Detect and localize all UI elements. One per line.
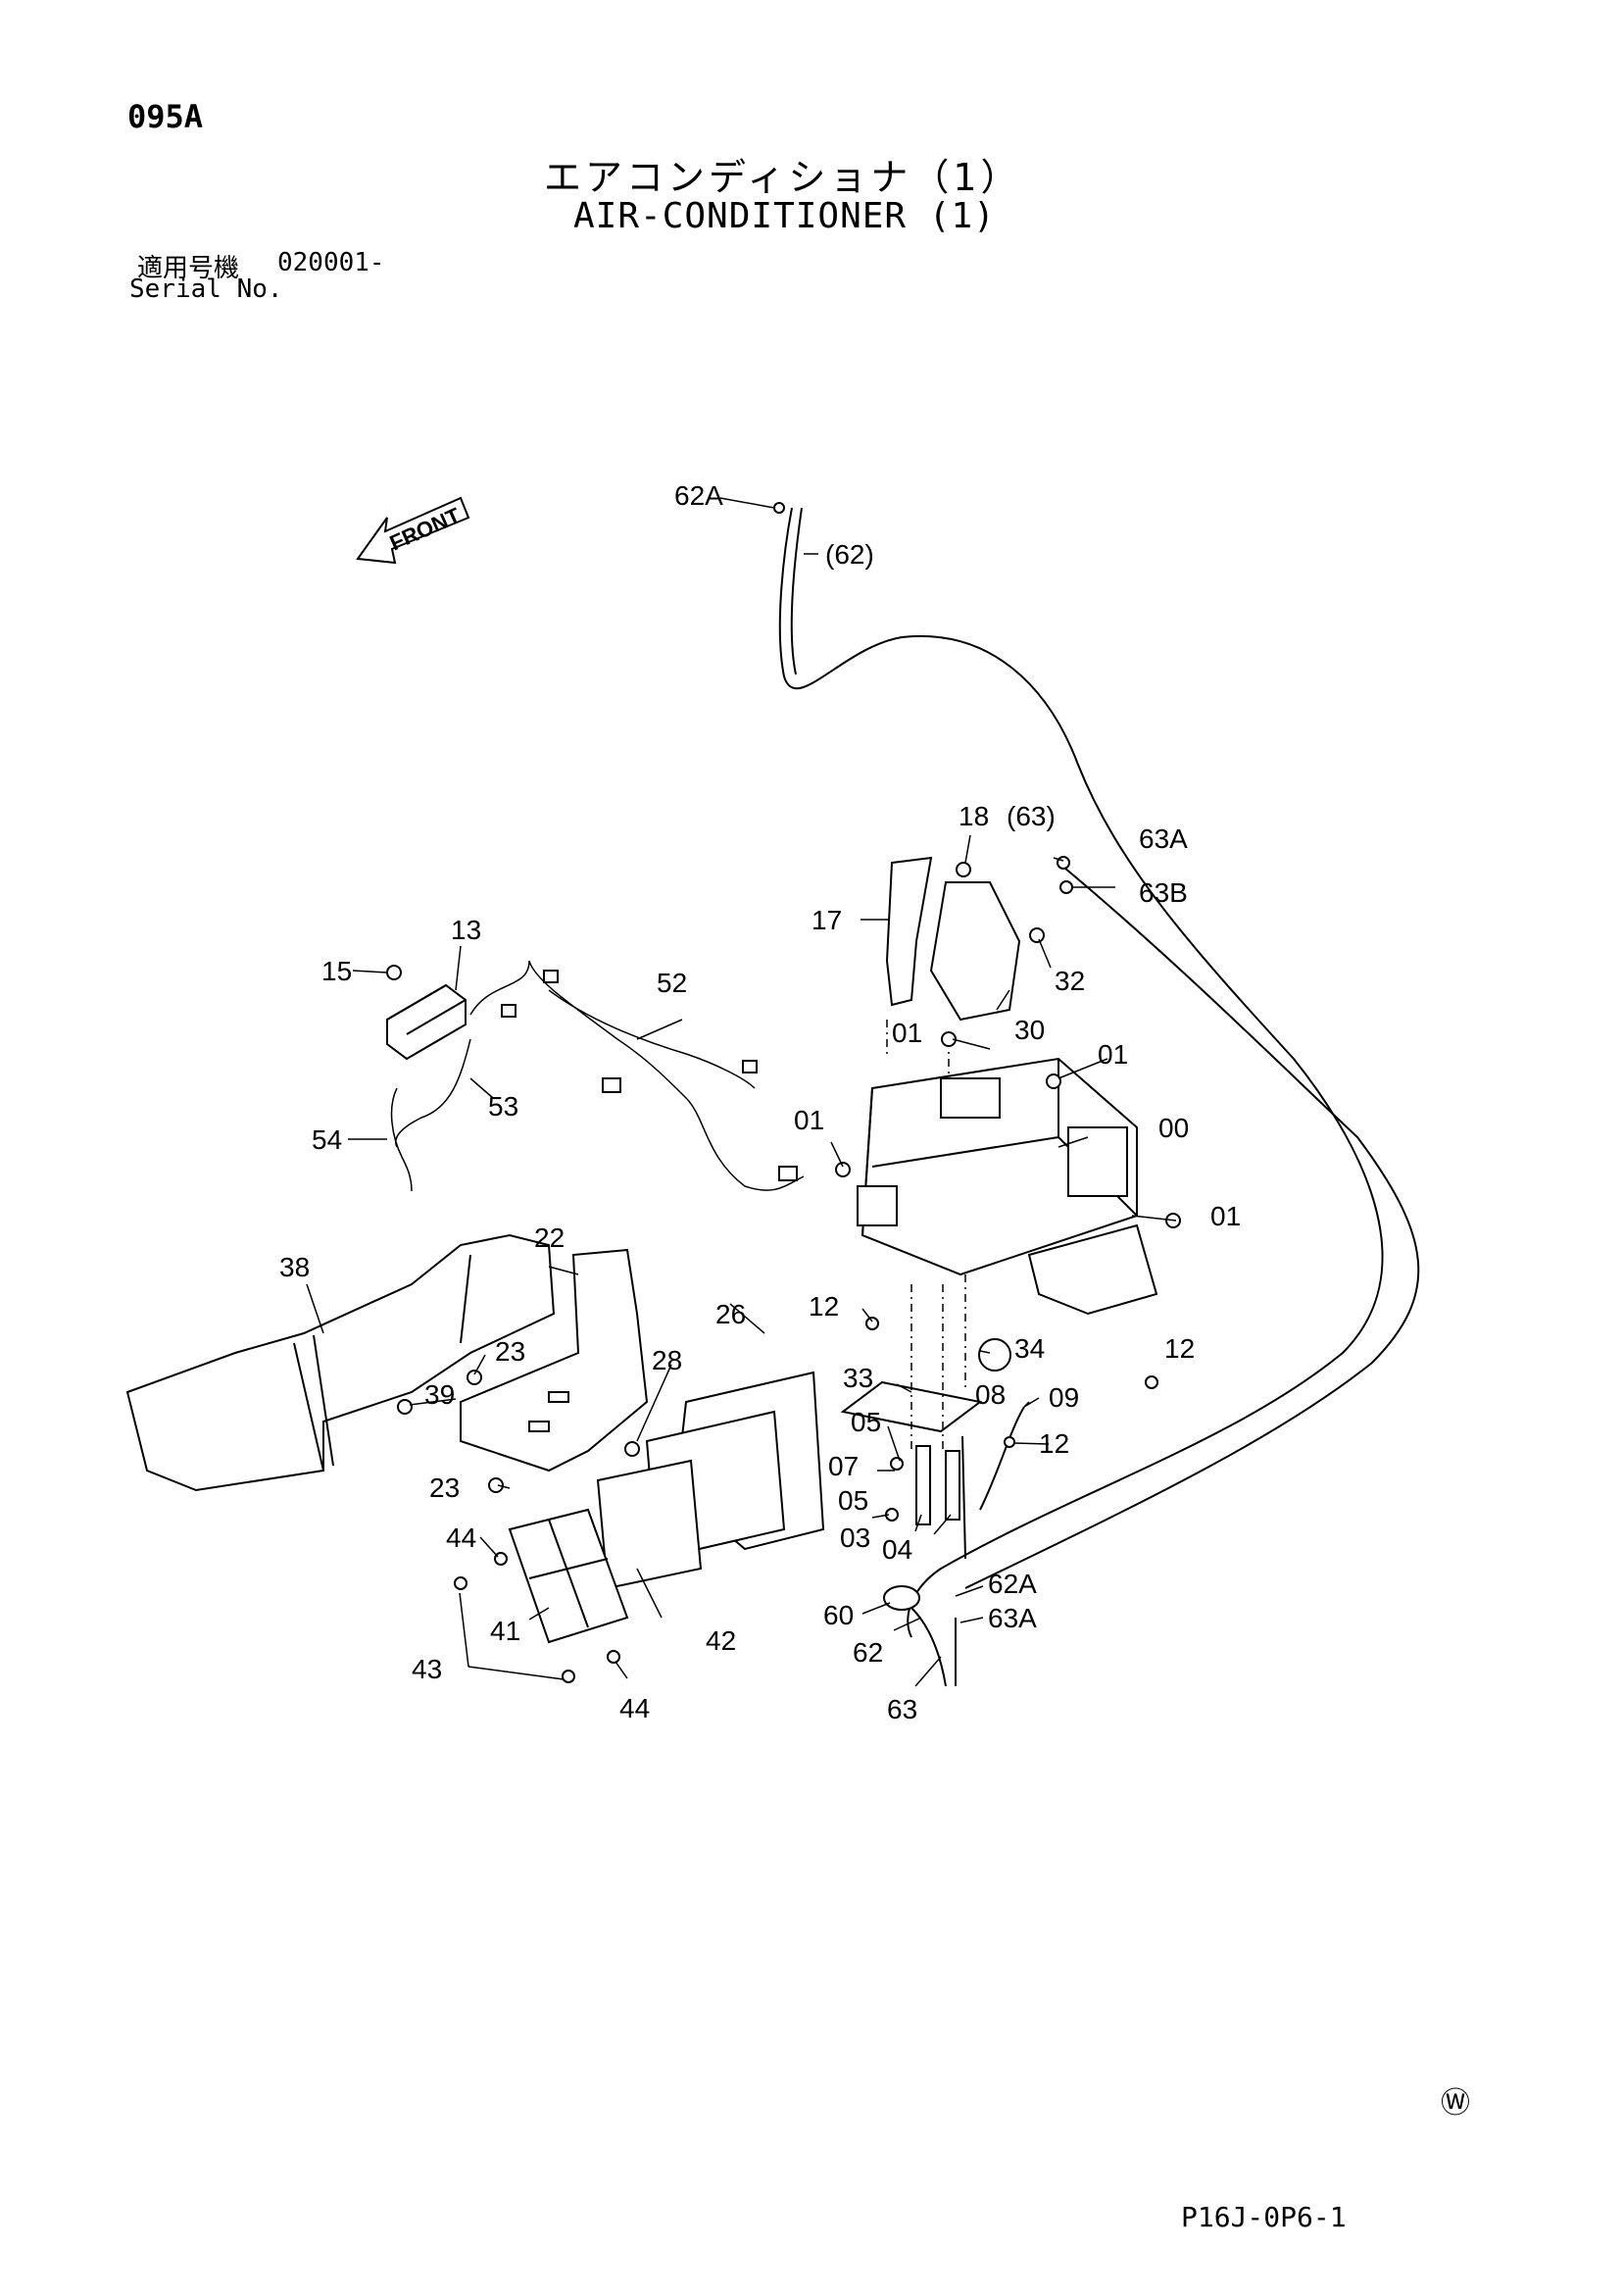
drawing-code: P16J-0P6-1: [1181, 2201, 1347, 2233]
callout: 26: [715, 1299, 746, 1329]
page-title-en: AIR-CONDITIONER (1): [573, 196, 996, 236]
callout: 04: [882, 1534, 912, 1565]
callout: 01: [1210, 1201, 1241, 1231]
wiring-harness: [386, 960, 805, 1192]
callout: 12: [1164, 1333, 1195, 1364]
callout: 30: [1014, 1015, 1045, 1045]
duct-38: [125, 1233, 556, 1492]
callout: 12: [809, 1291, 839, 1322]
callout: 01: [1098, 1039, 1128, 1070]
callout: 62A: [988, 1569, 1037, 1599]
callout: 28: [652, 1345, 682, 1375]
callout: 54: [312, 1124, 342, 1155]
callout: 63A: [1139, 824, 1188, 854]
callout: 41: [490, 1616, 520, 1646]
pipes-03-04-08: [840, 1020, 1025, 1560]
callout: 01: [794, 1105, 824, 1135]
callout: 07: [828, 1451, 859, 1481]
hose-assembly-60: [883, 1585, 957, 1687]
callout: 34: [1014, 1333, 1045, 1364]
callout: 18: [959, 801, 989, 831]
page-code: 095A: [127, 98, 204, 135]
leader-lines: [306, 497, 1177, 1687]
callout: (63): [1007, 801, 1056, 831]
callout: 44: [446, 1522, 476, 1553]
serial-value: 020001-: [277, 248, 385, 277]
callout: (62): [825, 539, 874, 570]
callout: 43: [412, 1654, 442, 1684]
w-mark-icon: Ⓦ: [1441, 2086, 1470, 2121]
callout: 12: [1039, 1428, 1069, 1459]
callout: 23: [495, 1336, 525, 1367]
air-conditioner-unit: [857, 1057, 1158, 1316]
callout: 13: [451, 915, 481, 945]
callout: 05: [838, 1485, 868, 1516]
callout: 63B: [1139, 877, 1188, 908]
filter-41: [508, 1508, 629, 1644]
blower-26: [596, 1371, 825, 1590]
callout: 01: [892, 1018, 922, 1048]
serial-label-en: Serial No.: [129, 275, 283, 304]
serial-label-jp: 適用号機: [137, 254, 240, 283]
callout: 05: [851, 1407, 881, 1437]
page-title-jp: エアコンディショナ（1）: [544, 156, 1022, 199]
callout: 44: [619, 1693, 650, 1723]
callout: 03: [840, 1522, 870, 1553]
callout: 62: [853, 1637, 883, 1668]
callout-labels: 62A (62) 18 (63) 63A 63B 17 32 30 13 15 …: [279, 480, 1241, 1724]
callout: 15: [321, 956, 352, 986]
callout: 39: [424, 1379, 455, 1410]
callout: 08: [975, 1379, 1006, 1410]
callout: 62A: [674, 480, 723, 511]
duct-22: [460, 1248, 649, 1472]
callout: 63A: [988, 1603, 1037, 1633]
front-label: FRONT: [386, 503, 465, 556]
callout: 00: [1158, 1113, 1189, 1143]
callout: 09: [1049, 1382, 1079, 1413]
bolts-screws: [386, 862, 1181, 1683]
callout: 52: [657, 968, 687, 998]
callout: 42: [706, 1625, 736, 1656]
callout: 33: [843, 1363, 873, 1393]
callout: 53: [488, 1091, 518, 1122]
callout: 23: [429, 1472, 460, 1503]
callout: 38: [279, 1252, 310, 1282]
callout: 22: [534, 1223, 565, 1253]
callout: 17: [812, 905, 842, 935]
callout: 32: [1055, 966, 1085, 996]
front-arrow-icon: FRONT: [356, 496, 470, 565]
refrigerant-hose-62: [773, 502, 1420, 1638]
callout: 63: [887, 1694, 917, 1724]
duct-17-30: [885, 856, 1021, 1022]
callout: 60: [823, 1600, 854, 1630]
